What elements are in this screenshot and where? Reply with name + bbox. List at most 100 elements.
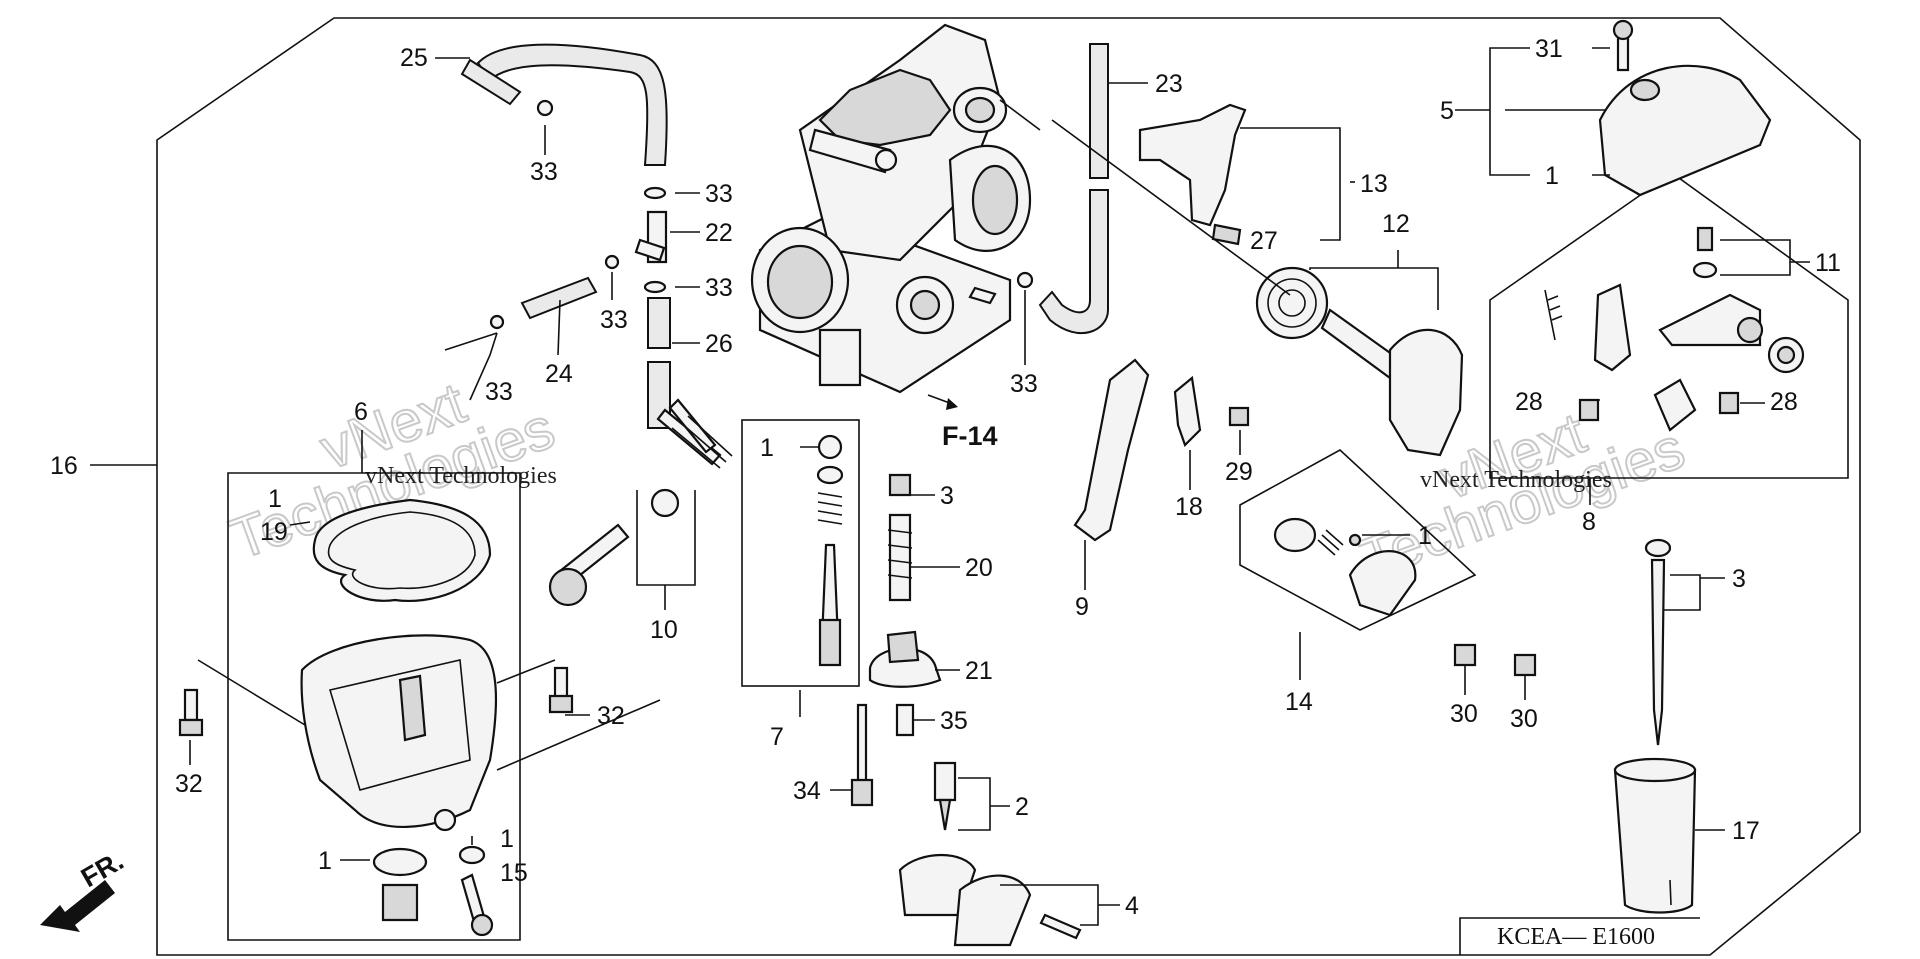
part-3-jet-needle (1650, 558, 1666, 746)
watermark-text-right: vNext Technologies (1420, 467, 1612, 493)
part-7-spring (817, 492, 843, 525)
part-7-washer (816, 465, 844, 485)
callout-29: 29 (1225, 458, 1253, 486)
part-33-clamp (643, 186, 667, 200)
part-33-clamp (643, 280, 667, 294)
callout-33: 33 (705, 180, 733, 208)
callout-35: 35 (940, 707, 968, 735)
callout-2: 2 (1015, 793, 1029, 821)
callout-7: 7 (770, 723, 784, 751)
part-21-holder (868, 647, 942, 688)
section-reference: F-14 (942, 421, 998, 451)
callout-1: 1 (1418, 522, 1432, 550)
callout-28: 28 (1770, 388, 1798, 416)
part-10-washer (650, 488, 680, 518)
callout-16: 16 (50, 452, 78, 480)
callout-18: 18 (1175, 493, 1203, 521)
front-marker-label: FR. (76, 845, 129, 893)
part-12-shaft (1320, 308, 1402, 380)
callout-6: 6 (354, 398, 368, 426)
callout-25: 25 (400, 44, 428, 72)
part-33-clamp (489, 314, 505, 330)
front-direction-marker: FR. (40, 845, 129, 932)
callout-19: 19 (260, 518, 288, 546)
part-33-clamp (1016, 271, 1034, 289)
section-arrowhead (946, 398, 958, 410)
part-27-screw (1211, 223, 1242, 246)
part-25-hose (476, 43, 668, 166)
callout-1: 1 (1545, 162, 1559, 190)
part-5-cover (1598, 64, 1772, 197)
part-19-gasket (312, 498, 492, 602)
callout-13: 13 (1360, 170, 1388, 198)
callout-17: 17 (1732, 817, 1760, 845)
part-20-thread (887, 529, 913, 579)
part-drain-plug (381, 883, 419, 922)
part-8-spring (1544, 289, 1563, 341)
part-6-chamber-lug (433, 808, 457, 832)
callout-1: 1 (760, 434, 774, 462)
part-4-float-2 (953, 874, 1032, 947)
part-32-screw-head (548, 694, 574, 714)
part-32-screw (553, 666, 569, 700)
part-8-arm (1658, 293, 1762, 347)
part-12-spring-coil (1278, 289, 1306, 317)
callout-21: 21 (965, 657, 993, 685)
diagram-code-frame (1459, 917, 1700, 955)
part-31-screw (1616, 33, 1630, 72)
callout-26: 26 (705, 330, 733, 358)
part-14-diaphragm (1273, 517, 1317, 553)
part-21-holder-top (886, 630, 920, 664)
part-14-cover (1348, 550, 1417, 617)
part-1-o-ring (458, 845, 486, 865)
part-30-screw (1453, 643, 1477, 667)
part-1-o-ring (372, 847, 428, 877)
part-11-screw (1696, 226, 1714, 252)
part-22-joint-branch (634, 238, 666, 262)
part-8-washer-hole (1776, 345, 1796, 365)
part-32-screw (183, 688, 199, 722)
part-6-chamber-inner (328, 659, 471, 791)
callout-1: 1 (318, 847, 332, 875)
callout-33: 33 (530, 158, 558, 186)
part-15-screw-head (470, 913, 494, 937)
callout-34: 34 (793, 777, 821, 805)
callout-22: 22 (705, 219, 733, 247)
part-2-valve-tip (938, 798, 952, 831)
callout-11: 11 (1815, 249, 1841, 277)
callout-9: 9 (1075, 593, 1089, 621)
carburetor-body (750, 23, 1032, 394)
part-31-screw-head (1612, 19, 1634, 41)
callout-32: 32 (175, 770, 203, 798)
part-9-lever (1073, 358, 1150, 542)
callout-33: 33 (705, 274, 733, 302)
part-1-o-ring-14 (1348, 533, 1362, 547)
callout-3: 3 (940, 482, 954, 510)
callout-33: 33 (600, 306, 628, 334)
callout-27: 27 (1250, 227, 1278, 255)
part-2-float-valve (933, 761, 957, 802)
callout-14: 14 (1285, 688, 1313, 716)
boundary-outline (156, 17, 1861, 956)
leader-lines (90, 47, 1810, 926)
callout-5: 5 (1440, 97, 1454, 125)
part-32-screw-head (178, 718, 204, 737)
part-6-chamber-boss (398, 674, 427, 742)
part-19-gasket-inner (327, 511, 476, 590)
callout-33: 33 (485, 378, 513, 406)
part-8-link (1593, 283, 1632, 372)
group-7-box (741, 419, 860, 687)
callout-20: 20 (965, 554, 993, 582)
callout-23: 23 (1155, 70, 1183, 98)
callout-3: 3 (1732, 565, 1746, 593)
callout-labels: 25 33 33 22 33 24 33 26 33 33 23 13 27 1… (50, 35, 1841, 920)
part-26-hose (647, 297, 671, 349)
part-12-drum (1388, 328, 1464, 457)
part-12-spring-coil (1267, 278, 1317, 328)
callout-15: 15 (500, 859, 528, 887)
part-11-washer (1692, 261, 1718, 279)
part-10-knob (548, 567, 588, 607)
part-4-float-pin (1039, 913, 1082, 940)
part-28-screw (1578, 398, 1600, 422)
part-1-o-ring-7 (817, 434, 843, 460)
